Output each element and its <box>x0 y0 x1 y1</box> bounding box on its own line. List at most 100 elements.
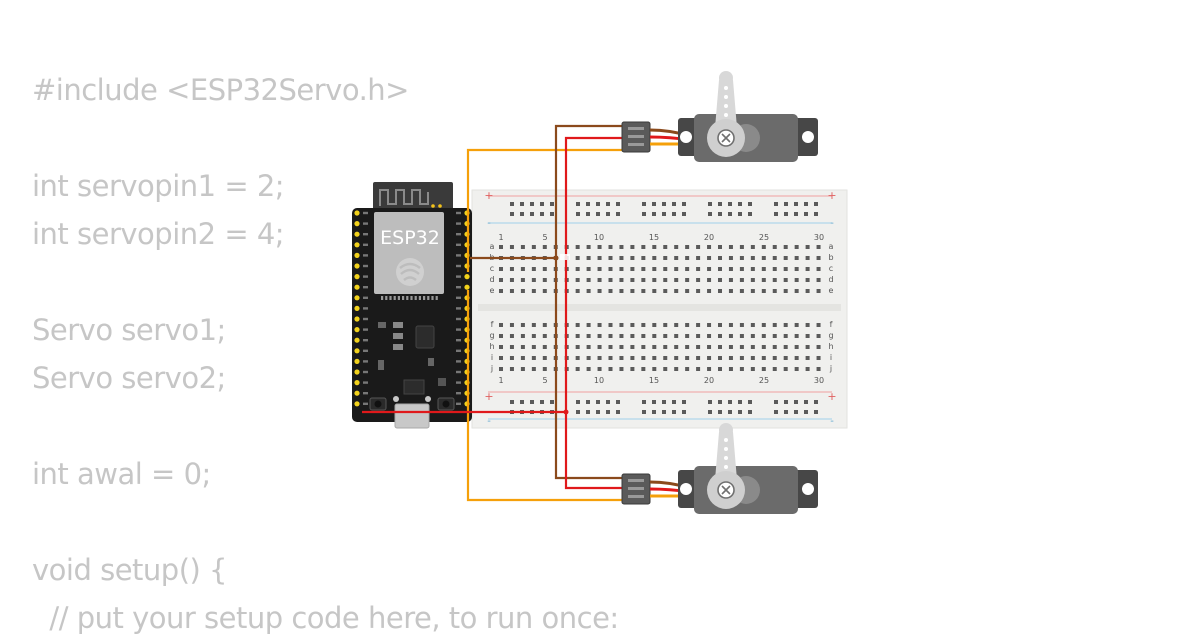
breadboard-hole <box>531 334 536 338</box>
breadboard-hole <box>718 356 722 360</box>
servo-motor-1[interactable] <box>621 71 818 162</box>
column-number: 10 <box>594 376 604 385</box>
breadboard-hole <box>542 367 547 371</box>
breadboard-hole <box>586 367 591 371</box>
breadboard-hole <box>542 356 547 360</box>
servo-motor-2[interactable] <box>621 423 818 514</box>
breadboard-hole <box>586 323 591 327</box>
rail-plus-label: + <box>827 189 836 202</box>
rail-plus-label: + <box>484 189 493 202</box>
breadboard-hole <box>761 245 766 249</box>
breadboard-hole <box>499 334 503 338</box>
breadboard-hole <box>794 256 799 260</box>
breadboard-hole <box>814 202 818 206</box>
breadboard-hole <box>520 356 525 360</box>
esp32-board[interactable]: ESP32 <box>352 182 472 429</box>
breadboard-hole <box>674 345 679 349</box>
breadboard-hole <box>641 323 646 327</box>
breadboard-hole <box>761 278 766 282</box>
breadboard-hole <box>685 334 690 338</box>
breadboard-hole <box>738 212 742 216</box>
header-pin <box>354 210 360 216</box>
breadboard-hole <box>750 278 755 282</box>
breadboard-hole <box>696 356 701 360</box>
breadboard-hole <box>616 410 620 414</box>
breadboard-hole <box>652 202 656 206</box>
header-pin <box>354 284 360 290</box>
breadboard-hole <box>575 245 580 249</box>
rf-shield <box>374 212 444 294</box>
breadboard-hole <box>682 202 686 206</box>
breadboard-hole <box>748 202 752 206</box>
breadboard[interactable]: + + - - + + - - 1 5 10 15 20 25 30 1 5 1… <box>471 189 848 429</box>
breadboard-hole <box>794 212 798 216</box>
breadboard-hole <box>794 356 799 360</box>
breadboard-hole <box>619 289 624 293</box>
row-letter: a <box>490 242 495 251</box>
breadboard-hole <box>696 345 701 349</box>
code-line: Servo servo2; <box>32 361 226 395</box>
breadboard-hole <box>531 323 536 327</box>
pin-label-mark <box>456 402 461 405</box>
shield-pad <box>423 296 426 300</box>
row-letter: i <box>491 353 493 362</box>
header-pin <box>354 358 360 364</box>
row-letter: g <box>828 331 833 340</box>
breadboard-hole <box>531 356 536 360</box>
breadboard-hole <box>674 267 679 271</box>
breadboard-hole <box>805 356 810 360</box>
breadboard-hole <box>707 323 712 327</box>
pin-label-mark <box>363 402 368 405</box>
column-number: 10 <box>594 233 604 242</box>
breadboard-hole <box>783 345 788 349</box>
breadboard-hole <box>696 245 701 249</box>
espressif-logo-icon <box>396 258 424 286</box>
breadboard-hole <box>718 345 722 349</box>
breadboard-hole <box>728 323 733 327</box>
breadboard-hole <box>652 345 657 349</box>
pin-label-mark <box>363 275 368 278</box>
row-letter: c <box>490 264 494 273</box>
shield-pad <box>389 296 392 300</box>
breadboard-hole <box>509 367 514 371</box>
pin-label-mark <box>363 222 368 225</box>
breadboard-hole <box>597 345 602 349</box>
breadboard-hole <box>816 345 821 349</box>
breadboard-hole <box>540 212 544 216</box>
breadboard-hole <box>783 367 788 371</box>
shield-pad <box>418 296 421 300</box>
breadboard-hole <box>682 400 686 404</box>
header-pin <box>354 231 360 237</box>
breadboard-hole <box>596 410 600 414</box>
breadboard-hole <box>739 367 744 371</box>
breadboard-hole <box>772 245 777 249</box>
wire-power-servo1 <box>362 136 628 414</box>
breadboard-hole <box>718 367 722 371</box>
breadboard-hole <box>696 367 701 371</box>
breadboard-hole <box>499 367 503 371</box>
column-number: 5 <box>542 233 547 242</box>
breadboard-hole <box>814 212 818 216</box>
breadboard-hole <box>794 289 799 293</box>
breadboard-hole <box>520 334 525 338</box>
breadboard-hole <box>520 212 524 216</box>
breadboard-hole <box>774 410 778 414</box>
breadboard-hole <box>550 212 554 216</box>
breadboard-hole <box>499 278 503 282</box>
header-pin <box>354 221 360 227</box>
breadboard-hole <box>804 202 808 206</box>
breadboard-hole <box>674 289 679 293</box>
breadboard-hole <box>576 202 580 206</box>
breadboard-hole <box>509 323 514 327</box>
column-number: 15 <box>649 233 659 242</box>
shield-pad <box>406 296 409 300</box>
breadboard-hole <box>663 323 668 327</box>
breadboard-hole <box>608 323 613 327</box>
row-letter: d <box>828 275 833 284</box>
breadboard-hole <box>674 323 679 327</box>
breadboard-hole <box>772 345 777 349</box>
header-pin <box>354 401 360 407</box>
breadboard-hole <box>707 256 712 260</box>
wire-signal-servo1 <box>466 148 628 272</box>
row-letter: c <box>829 264 833 273</box>
